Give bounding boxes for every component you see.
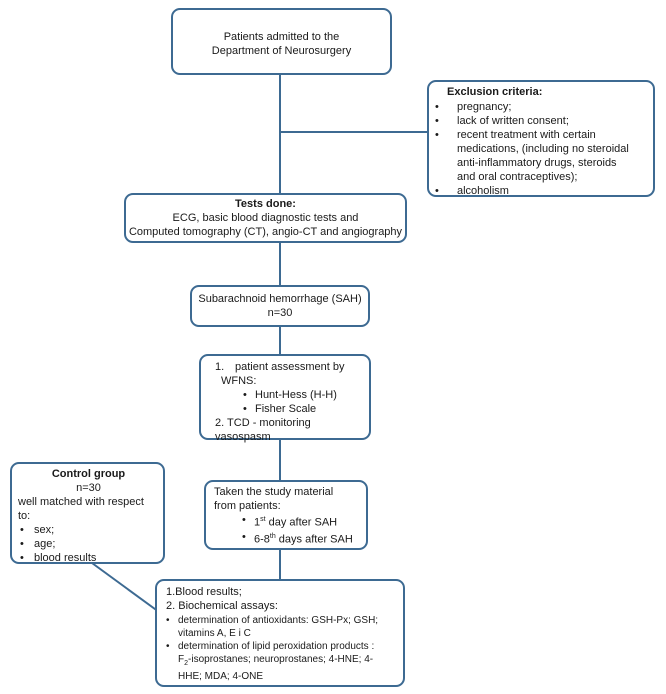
bullet-icon: • [435, 185, 439, 197]
control-item-blood: • blood results [20, 552, 97, 564]
assessment-item1-text: patient assessment by [235, 361, 345, 373]
assessment-item1: 1. patient assessment by [215, 360, 365, 374]
assessment-sub1: • Hunt-Hess (H-H) [243, 389, 337, 401]
results-bullet2: • determination of lipid peroxidation pr… [166, 641, 375, 682]
exclusion-title: Exclusion criteria: [447, 86, 543, 98]
sah-line2: n=30 [267, 307, 293, 319]
assessment-item1-number: 1. [215, 361, 225, 373]
control-intro: well matched with respect to: [18, 496, 144, 522]
assessment-item1-cont: WFNS: [221, 375, 257, 387]
control-n: n=30 [76, 482, 101, 494]
bullet-icon: • [20, 524, 24, 536]
exclusion-item-4: • alcoholism [435, 185, 509, 197]
exclusion-item-3: • recent treatment with certain [435, 129, 596, 141]
assessment-box: 1. patient assessment by WFNS: • Hunt-He… [199, 354, 371, 443]
exclusion-list: • pregnancy; • lack of written consent; … [435, 100, 645, 198]
bullet-icon: • [435, 115, 439, 127]
results-item1: 1.Blood results; [166, 586, 242, 598]
bullet-icon: • [243, 403, 247, 415]
exclusion-item-3-cont-b: anti-inflammatory drugs, steroids [457, 157, 617, 169]
control-group-box: Control group n=30 well matched with res… [10, 462, 165, 564]
assessment-sub2: • Fisher Scale [243, 403, 317, 415]
study-material-box: Taken the study material from patients: … [204, 480, 368, 550]
results-box: 1.Blood results; 2. Biochemical assays: … [155, 579, 405, 687]
tests-line2: Computed tomography (CT), angio-CT and a… [128, 226, 403, 238]
exclusion-criteria-box: Exclusion criteria: • pregnancy; • lack … [427, 80, 655, 197]
bullet-icon: • [166, 615, 170, 626]
bullet-icon: • [20, 552, 24, 564]
sah-line1: Subarachnoid hemorrhage (SAH) [198, 293, 362, 305]
material-line2: from patients: [214, 500, 281, 512]
material-day1: • 1st day after SAH [242, 514, 338, 529]
sah-box: Subarachnoid hemorrhage (SAH) n=30 [190, 285, 370, 327]
control-item-age: • age; [20, 538, 56, 550]
material-day2: • 6-8th days after SAH [242, 530, 353, 546]
tests-title: Tests done: [235, 198, 296, 210]
exclusion-item-3-cont-a: medications, (including no steroidal [457, 143, 629, 155]
assessment-item2: 2. TCD - monitoring vasospasm [215, 417, 311, 443]
bullet-icon: • [435, 129, 439, 141]
admitted-line1: Patients admitted to the [223, 31, 340, 43]
results-bullet1: • determination of antioxidants: GSH-Px;… [166, 615, 379, 639]
bullet-icon: • [242, 530, 246, 543]
exclusion-item-2: • lack of written consent; [435, 115, 569, 127]
bullet-icon: • [243, 389, 247, 401]
bullet-icon: • [166, 641, 170, 652]
control-item-sex: • sex; [20, 524, 55, 536]
bullet-icon: • [435, 101, 439, 113]
material-line1: Taken the study material [214, 486, 334, 498]
exclusion-item-1: • pregnancy; [435, 101, 512, 113]
tests-line1: ECG, basic blood diagnostic tests and [172, 212, 359, 224]
control-title: Control group [51, 468, 126, 480]
exclusion-item-3-cont-c: and oral contraceptives); [457, 171, 578, 183]
admitted-box: Patients admitted to the Department of N… [171, 8, 392, 75]
bullet-icon: • [20, 538, 24, 550]
admitted-line2: Department of Neurosurgery [211, 45, 352, 57]
bullet-icon: • [242, 514, 246, 526]
tests-box: Tests done: ECG, basic blood diagnostic … [124, 193, 407, 243]
results-item2: 2. Biochemical assays: [166, 600, 278, 612]
control-list: • sex; • age; • blood results [18, 523, 159, 565]
